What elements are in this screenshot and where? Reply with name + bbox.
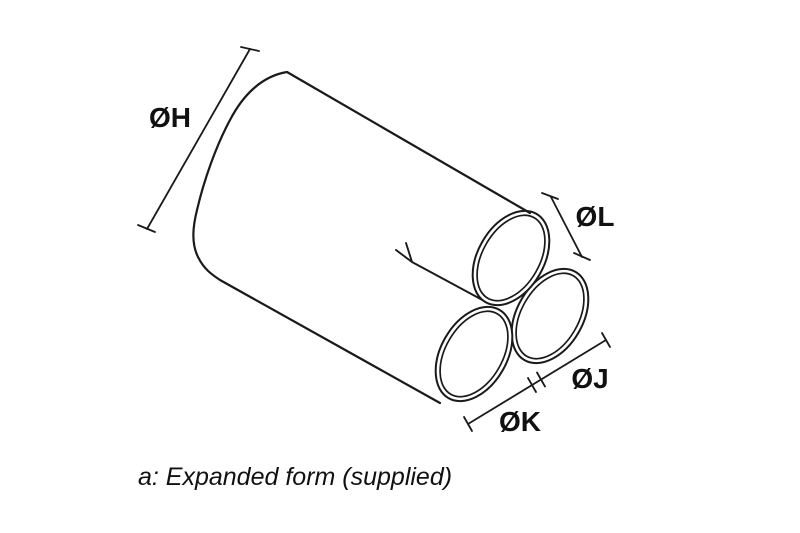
tube-body-outline bbox=[192, 70, 532, 405]
dim-k-tick-start bbox=[463, 416, 473, 432]
tube-end-l-inner-wall bbox=[476, 214, 546, 302]
tube-end-j-inner-wall bbox=[515, 272, 585, 360]
tube-end-j bbox=[510, 267, 590, 365]
tube-end-k bbox=[434, 305, 514, 403]
dim-h-line bbox=[146, 48, 251, 230]
dim-j-tick-start bbox=[536, 371, 546, 388]
dim-label-h: ØH bbox=[149, 102, 191, 133]
dim-l-tick-end bbox=[573, 252, 591, 261]
dim-label-k: ØK bbox=[499, 406, 541, 437]
dim-label-j: ØJ bbox=[571, 363, 608, 394]
dim-h-tick-end bbox=[137, 224, 156, 233]
dim-j-tick-end bbox=[601, 332, 611, 348]
tube-end-l bbox=[471, 209, 551, 307]
dim-h-tick-start bbox=[240, 46, 260, 52]
crease-branch-line bbox=[405, 242, 413, 263]
dim-k-tick-end bbox=[527, 377, 537, 393]
dim-jk-line bbox=[467, 339, 607, 425]
dim-h: ØH bbox=[137, 46, 260, 233]
dim-jk: ØJ ØK bbox=[463, 332, 611, 437]
tube-end-k-inner-wall bbox=[439, 310, 509, 398]
dim-l: ØL bbox=[541, 192, 615, 261]
dim-l-tick-start bbox=[541, 192, 559, 200]
dim-label-l: ØL bbox=[576, 201, 615, 232]
dim-l-line bbox=[550, 196, 583, 258]
transition-crease-lines bbox=[395, 242, 489, 304]
figure-caption: a: Expanded form (supplied) bbox=[138, 463, 452, 491]
